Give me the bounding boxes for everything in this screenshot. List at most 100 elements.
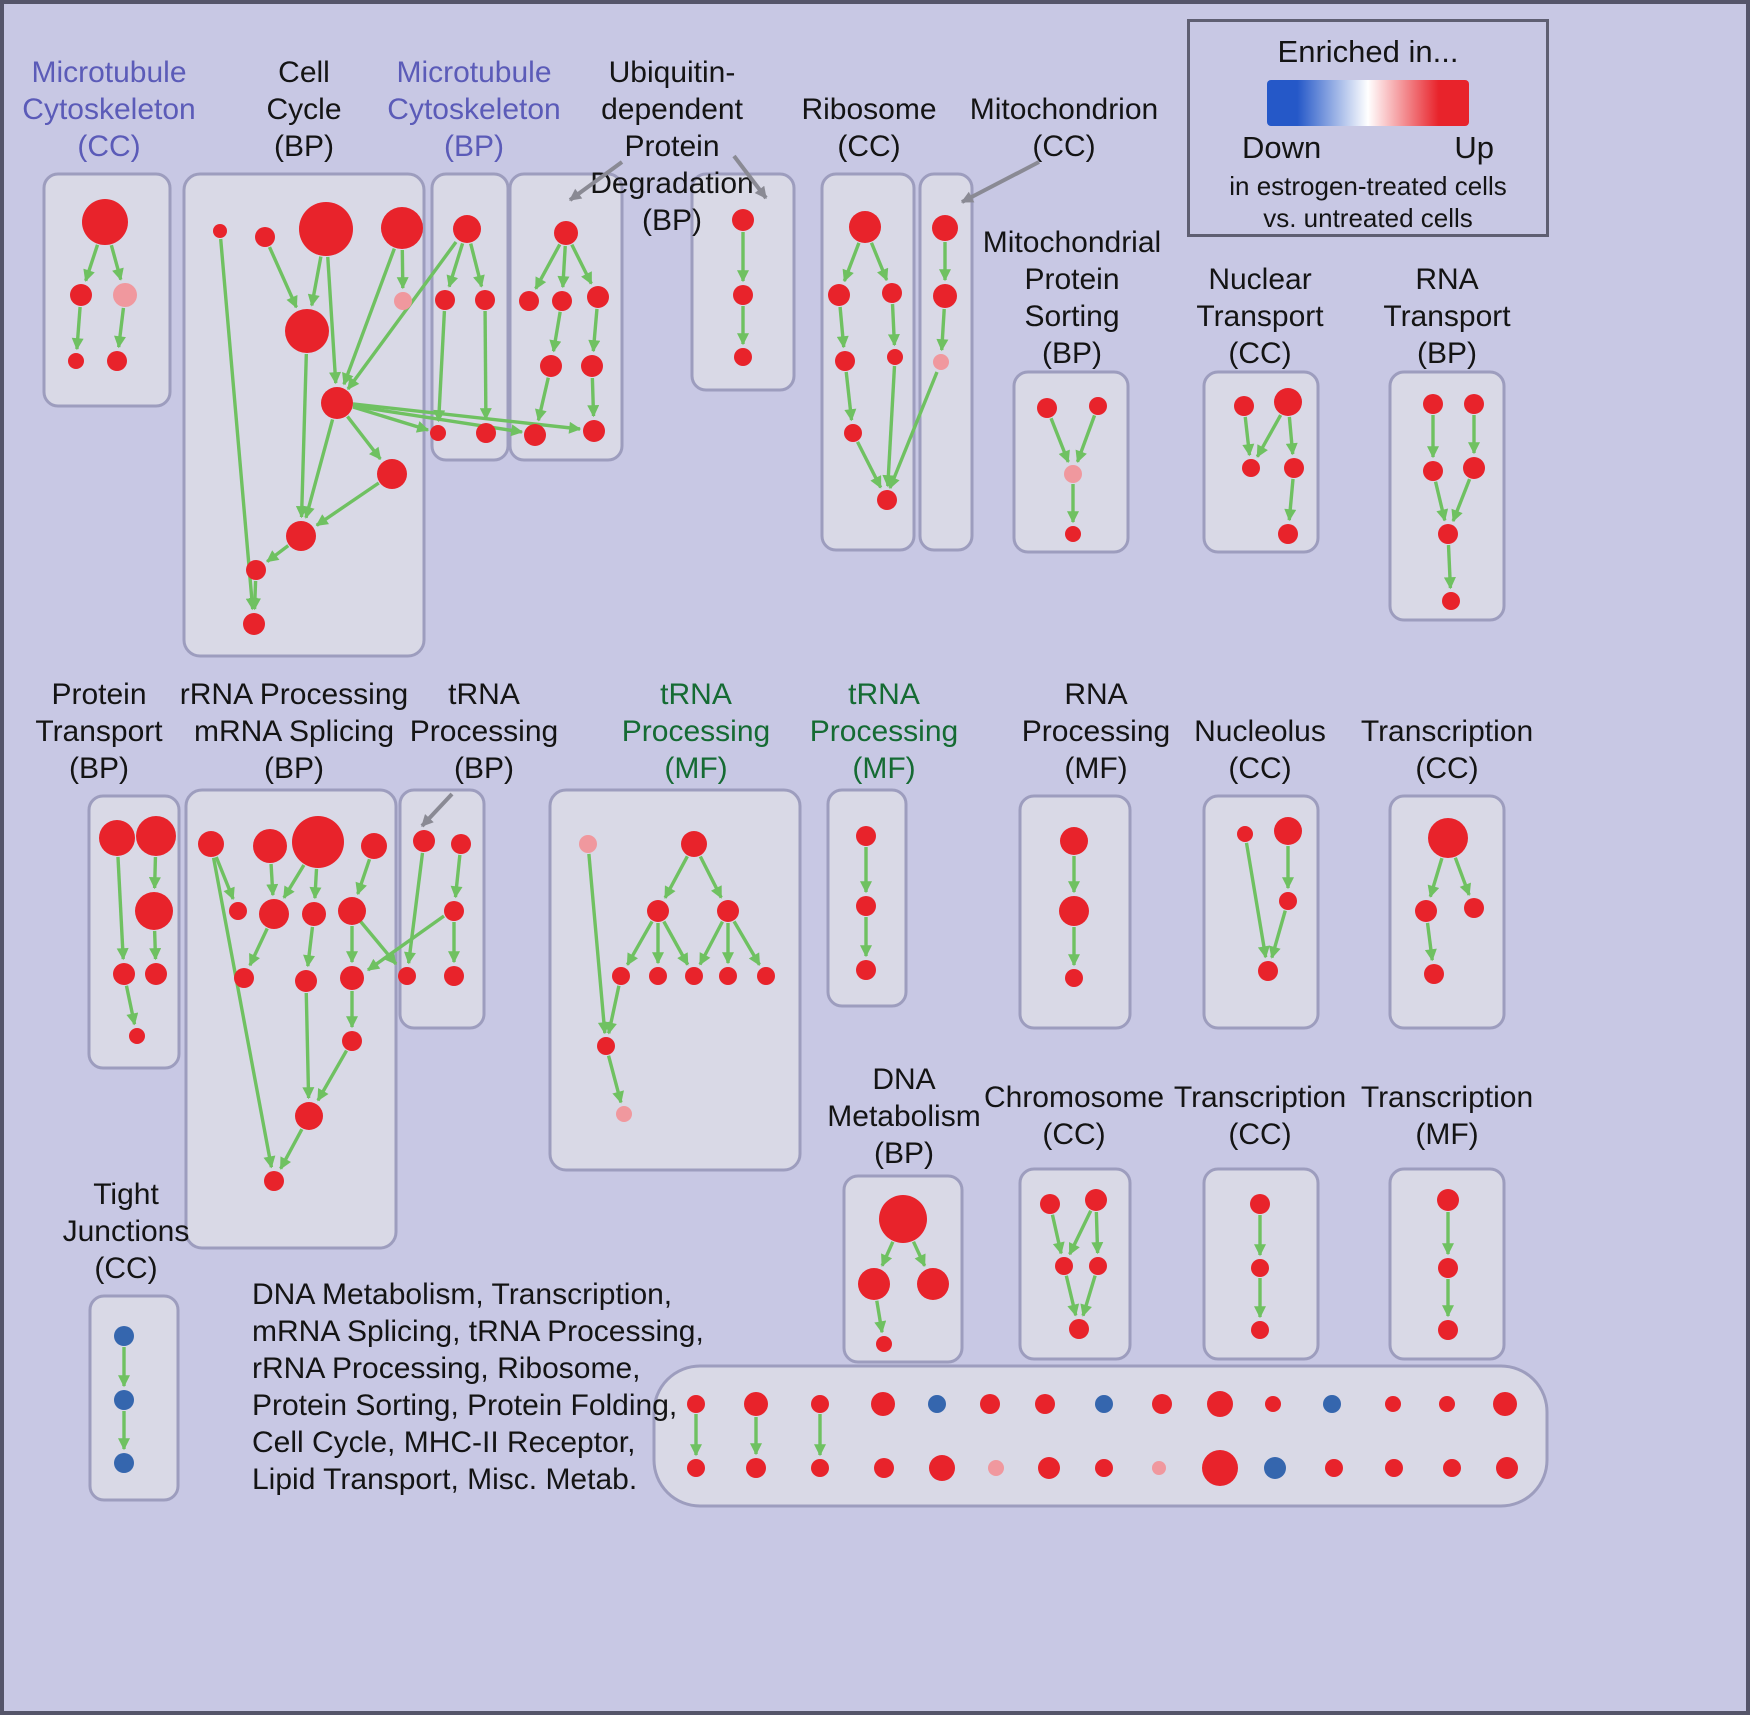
edge xyxy=(303,926,316,968)
go-term-node xyxy=(1438,1258,1458,1278)
legend-gradient-bar xyxy=(1267,80,1469,126)
go-term-node xyxy=(338,897,366,925)
go-term-node xyxy=(145,963,167,985)
go-term-node xyxy=(876,1336,892,1352)
go-term-node xyxy=(114,1326,134,1346)
edge xyxy=(307,256,323,307)
go-term-node xyxy=(1258,961,1278,981)
go-term-node xyxy=(292,816,344,868)
edge xyxy=(355,858,372,896)
go-term-node xyxy=(554,221,578,245)
go-term-node xyxy=(302,902,326,926)
go-term-node xyxy=(871,1392,895,1416)
go-term-node xyxy=(734,348,752,366)
go-term-node xyxy=(435,290,455,310)
legend-context-line2: vs. untreated cells xyxy=(1263,203,1473,233)
cross-edge xyxy=(346,240,458,391)
go-term-node xyxy=(519,291,539,311)
edge xyxy=(869,242,889,282)
go-term-node xyxy=(1055,1257,1073,1275)
go-term-node xyxy=(136,816,176,856)
edge xyxy=(1050,1214,1065,1255)
misc-note: DNA Metabolism, Transcription,mRNA Splic… xyxy=(252,1278,704,1496)
go-term-node xyxy=(340,966,364,990)
go-term-node xyxy=(917,1268,949,1300)
go-term-node xyxy=(394,292,412,310)
go-term-node xyxy=(213,224,227,238)
go-term-node xyxy=(321,387,353,419)
legend: Enriched in... Down Up in estrogen-treat… xyxy=(1187,19,1549,237)
cluster-box-trna-processing-bp xyxy=(398,788,486,1030)
go-term-node xyxy=(476,423,496,443)
go-term-node xyxy=(1085,1189,1107,1211)
go-term-node xyxy=(583,420,605,442)
legend-title: Enriched in... xyxy=(1277,34,1459,69)
go-term-node xyxy=(342,1031,362,1051)
edge xyxy=(248,580,261,611)
go-term-node xyxy=(811,1395,829,1413)
edge xyxy=(282,864,306,899)
go-term-node xyxy=(1438,524,1458,544)
go-term-node xyxy=(1250,1194,1270,1214)
edge xyxy=(302,418,335,519)
edge xyxy=(663,855,689,899)
go-term-node xyxy=(746,1458,766,1478)
go-term-node xyxy=(733,285,753,305)
edge xyxy=(309,868,322,900)
go-term-node xyxy=(1437,1189,1459,1211)
legend-axis-labels: Down Up xyxy=(1190,130,1546,166)
go-term-node xyxy=(453,215,481,243)
edge xyxy=(124,985,139,1026)
go-term-node xyxy=(1069,1319,1089,1339)
go-term-node xyxy=(1251,1259,1269,1277)
go-term-node xyxy=(1095,1395,1113,1413)
edge xyxy=(71,306,84,351)
cluster-label-nucleolus-cc: Nucleolus(CC) xyxy=(1194,715,1326,785)
go-term-node xyxy=(649,967,667,985)
edge xyxy=(1068,1210,1093,1256)
edge xyxy=(836,306,849,349)
go-term-node xyxy=(1060,827,1088,855)
edge xyxy=(266,544,290,563)
go-term-node xyxy=(552,291,572,311)
go-term-node xyxy=(1385,1459,1403,1477)
go-term-node xyxy=(444,901,464,921)
go-term-node xyxy=(246,560,266,580)
go-term-node xyxy=(540,355,562,377)
go-term-node xyxy=(579,835,597,853)
go-term-node xyxy=(229,902,247,920)
go-term-node xyxy=(82,199,128,245)
go-term-node xyxy=(581,355,603,377)
go-term-node xyxy=(1059,896,1089,926)
go-term-node xyxy=(1325,1459,1343,1477)
go-term-node xyxy=(685,967,703,985)
go-term-node xyxy=(744,1392,768,1416)
edge xyxy=(267,246,298,309)
go-term-node xyxy=(856,896,876,916)
edge xyxy=(605,985,621,1035)
edge xyxy=(1443,544,1456,590)
edge xyxy=(266,863,279,897)
edge xyxy=(396,249,409,290)
edge xyxy=(587,377,600,418)
go-term-node xyxy=(1089,397,1107,415)
go-term-node xyxy=(1496,1457,1518,1479)
go-term-node xyxy=(1265,1396,1281,1412)
go-term-node xyxy=(68,353,84,369)
edge xyxy=(874,1300,887,1334)
go-term-node xyxy=(1035,1394,1055,1414)
legend-context-line1: in estrogen-treated cells xyxy=(1229,171,1507,201)
go-term-node xyxy=(1443,1459,1461,1477)
go-term-node xyxy=(1242,459,1260,477)
go-term-node xyxy=(887,349,903,365)
edge xyxy=(1255,414,1283,458)
edge xyxy=(1049,417,1070,464)
go-term-node xyxy=(717,900,739,922)
go-term-node xyxy=(856,826,876,846)
edge xyxy=(248,927,269,967)
